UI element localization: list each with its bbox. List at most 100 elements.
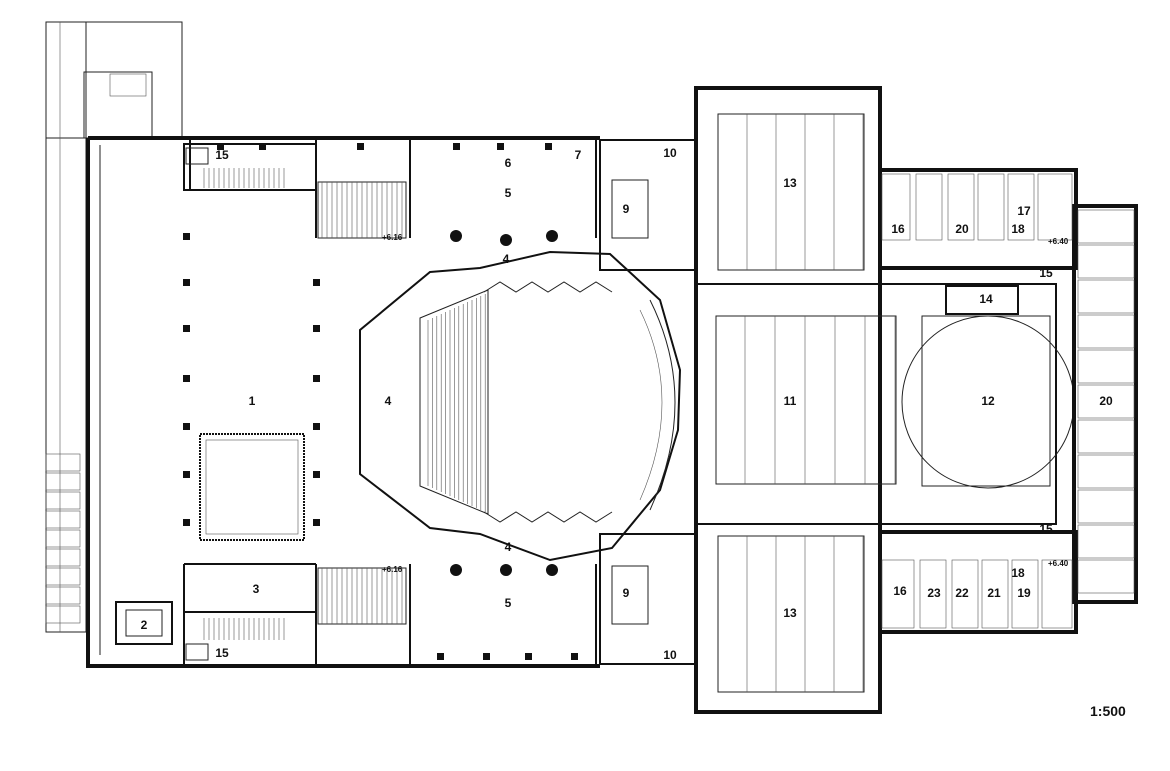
column: [259, 143, 266, 150]
room-label: 15: [1039, 266, 1053, 280]
round-column: [546, 230, 558, 242]
column: [183, 325, 190, 332]
column: [437, 653, 444, 660]
ramp-step: [45, 472, 81, 491]
level-mark: +6.16: [382, 233, 403, 242]
room-label: 16: [893, 584, 907, 598]
dressing-room: [1077, 524, 1135, 559]
wing-room: [977, 173, 1005, 241]
room-label: 6: [505, 156, 512, 170]
column: [217, 143, 224, 150]
dressing-room: [1077, 244, 1135, 279]
dressing-room: [1077, 314, 1135, 349]
column: [525, 653, 532, 660]
wing-room: [951, 559, 979, 629]
columns: [183, 143, 578, 660]
round-column: [500, 564, 512, 576]
column: [497, 143, 504, 150]
dressing-room: [1077, 559, 1135, 594]
column: [313, 519, 320, 526]
room-label: 9: [623, 202, 630, 216]
dressing-room: [1077, 384, 1135, 419]
wing-room: [915, 173, 943, 241]
room-label: 9: [623, 586, 630, 600]
room-label: 10: [663, 648, 677, 662]
ramp-step: [45, 529, 81, 548]
room-label: 13: [783, 176, 797, 190]
scale-label: 1:500: [1090, 703, 1126, 719]
room-label: 23: [927, 586, 941, 600]
room-label: 18: [1011, 222, 1025, 236]
foyer-walls: [86, 136, 600, 668]
ramp-step: [45, 605, 81, 624]
round-column: [450, 564, 462, 576]
column: [483, 653, 490, 660]
wing-room: [881, 559, 915, 629]
acoustic-wall: [483, 511, 613, 523]
room-label: 5: [505, 186, 512, 200]
column: [183, 279, 190, 286]
column: [357, 143, 364, 150]
room-labels: 1 2 3 4 4 4 5 5 6 7 9 9 10 10 11 12 13 1…: [141, 146, 1113, 662]
room-label: 4: [385, 394, 392, 408]
wing-room: [1041, 559, 1073, 629]
room-label: 4: [503, 252, 510, 266]
column: [183, 233, 190, 240]
room-label: 17: [1017, 204, 1031, 218]
column: [453, 143, 460, 150]
room-label: 16: [891, 222, 905, 236]
room-label: 20: [955, 222, 969, 236]
service-blocks: [599, 139, 697, 665]
ramp-step: [45, 510, 81, 529]
lounge-table: [115, 601, 173, 645]
room-label: 1: [249, 394, 256, 408]
column: [183, 375, 190, 382]
dressing-room: [1077, 489, 1135, 524]
room-label: 14: [979, 292, 993, 306]
wing-room: [919, 559, 947, 629]
room-label: 15: [215, 646, 229, 660]
stair-cores: [183, 143, 407, 667]
room-label: 21: [987, 586, 1001, 600]
level-mark: +6.40: [1048, 559, 1069, 568]
wing-room: [947, 173, 975, 241]
round-column: [500, 234, 512, 246]
wing-room: [1011, 559, 1039, 629]
ramp-step: [45, 548, 81, 567]
dressing-room: [1077, 279, 1135, 314]
level-marks: +6.16 +6.16 +6.40 +6.40: [382, 233, 1069, 574]
round-column: [450, 230, 462, 242]
room-label: 2: [141, 618, 148, 632]
ramp-step: [45, 567, 81, 586]
column: [313, 325, 320, 332]
stage-house: [694, 86, 1075, 714]
acoustic-wall: [483, 281, 613, 293]
column: [183, 423, 190, 430]
column: [313, 423, 320, 430]
wing-room: [881, 173, 911, 241]
room-label: 5: [505, 596, 512, 610]
room-label: 19: [1017, 586, 1031, 600]
room-label: 15: [1039, 522, 1053, 536]
dressing-room: [1077, 349, 1135, 384]
wing-room: [1037, 173, 1073, 241]
room-label: 22: [955, 586, 969, 600]
dressing-room: [1077, 419, 1135, 454]
room-label: 4: [505, 540, 512, 554]
ramp-step: [45, 453, 81, 472]
auditorium: [359, 250, 682, 562]
room-label: 18: [1011, 566, 1025, 580]
column: [545, 143, 552, 150]
room-label: 7: [575, 148, 582, 162]
wing-room: [981, 559, 1009, 629]
room-label: 13: [783, 606, 797, 620]
room-label: 11: [784, 394, 797, 408]
room-label: 15: [215, 148, 229, 162]
room-label: 3: [253, 582, 260, 596]
column: [313, 279, 320, 286]
room-label: 12: [981, 394, 995, 408]
level-mark: +6.16: [382, 565, 403, 574]
east-wing: [878, 168, 1138, 634]
west-ramp: [45, 21, 183, 633]
